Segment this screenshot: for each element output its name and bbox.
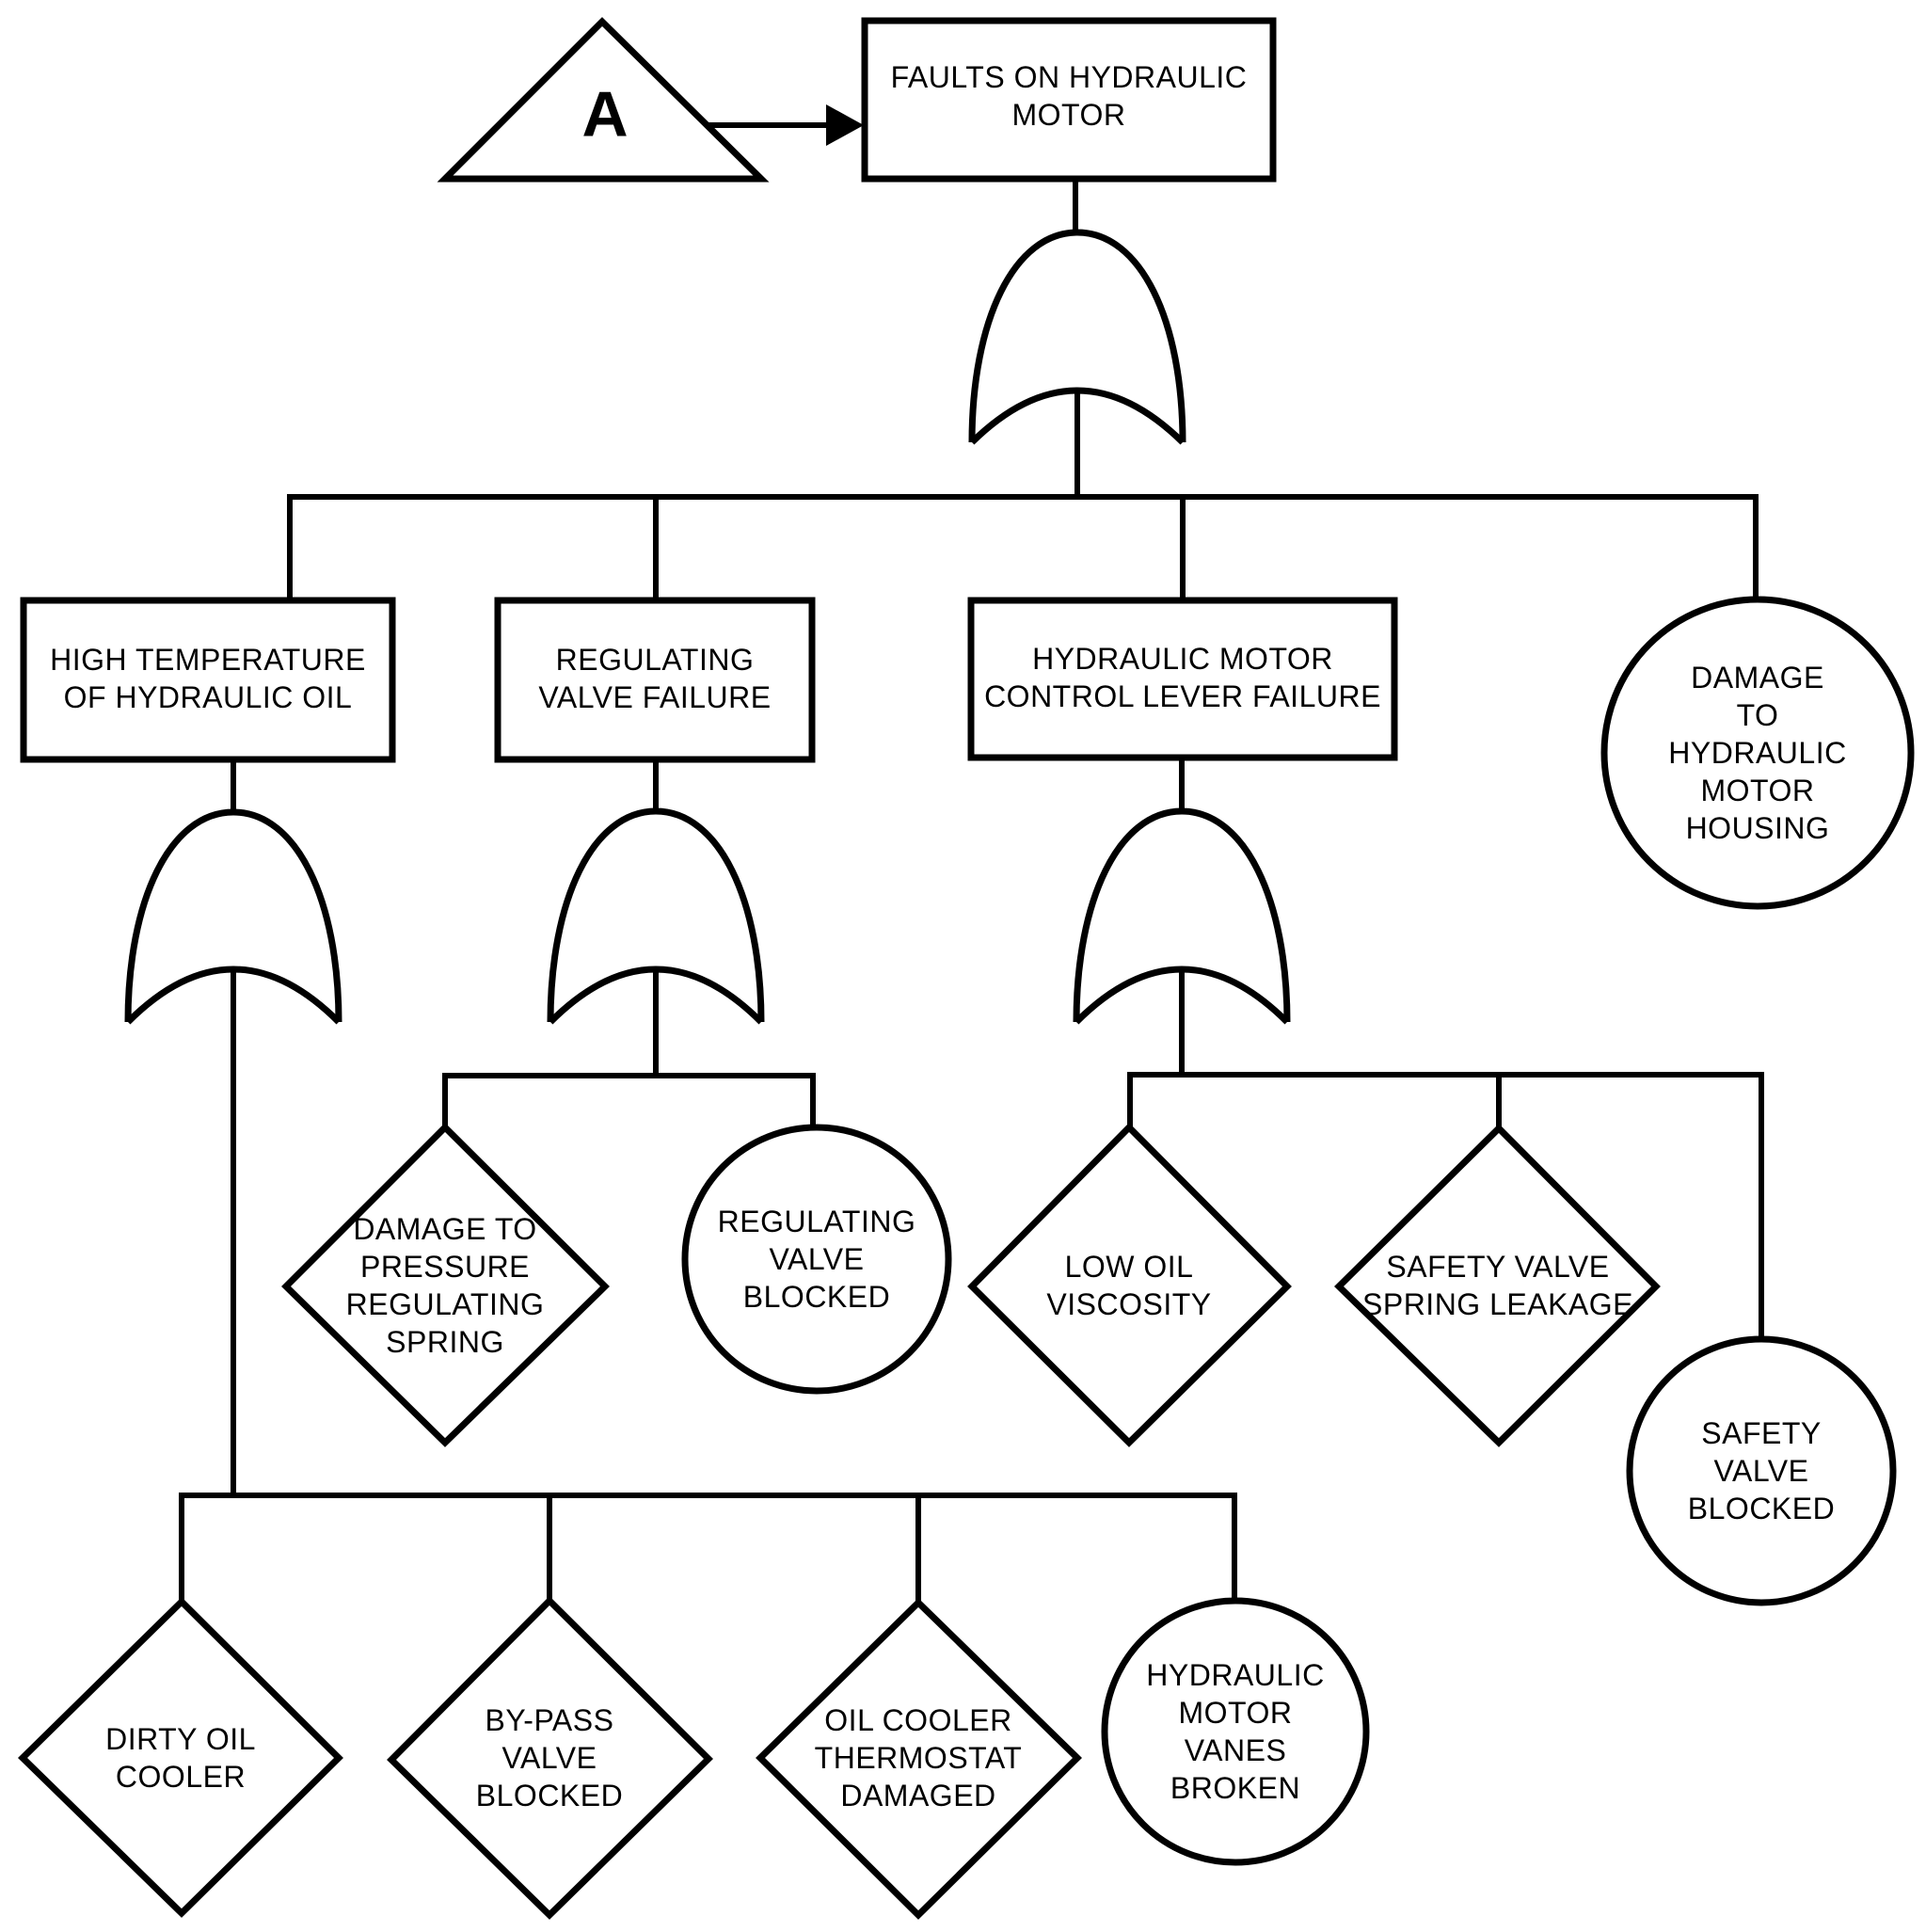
undeveloped-event-diamond-dirty-oil-cooler: [17, 1597, 343, 1918]
or-gate-icon: [125, 966, 342, 1025]
event-box-control-lever: [967, 597, 1398, 761]
basic-event-circle-regulating-valve-blocked: [681, 1124, 952, 1395]
undeveloped-event-diamond-low-oil-viscosity: [967, 1123, 1292, 1447]
label-bypass-valve-blocked: BY-PASS VALVE BLOCKED: [475, 1703, 624, 1812]
undeveloped-event-diamond-pressure-spring: [281, 1123, 610, 1447]
undeveloped-event-diamond-safety-valve-spring-leakage: [1334, 1124, 1661, 1447]
label-regulating-valve-failure: REGULATING VALVE FAILURE: [538, 643, 772, 714]
arrow-head-icon: [826, 104, 864, 146]
label-regulating-valve-blocked: REGULATING VALVE BLOCKED: [717, 1205, 916, 1314]
or-gate-icon: [1073, 807, 1291, 1023]
label-low-oil-viscosity: LOW OIL VISCOSITY: [1046, 1250, 1212, 1321]
label-top-event: FAULTS ON HYDRAULIC MOTOR: [890, 60, 1248, 132]
or-gate-high-temp: [124, 808, 342, 1025]
or-gate-icon: [124, 808, 342, 1023]
label-pressure-spring-damage: DAMAGE TO PRESSURE REGULATING SPRING: [345, 1212, 545, 1359]
label-motor-vanes-broken: HYDRAULIC MOTOR VANES BROKEN: [1146, 1658, 1325, 1805]
undeveloped-event-diamond-bypass-valve-blocked: [387, 1596, 713, 1920]
label-safety-valve-spring-leakage: SAFETY VALVE SPRING LEAKAGE: [1362, 1250, 1633, 1321]
undeveloped-event-diamond-oil-cooler-thermostat: [756, 1598, 1082, 1920]
label-control-lever-failure: HYDRAULIC MOTOR CONTROL LEVER FAILURE: [984, 642, 1381, 713]
label-motor-housing-damage: DAMAGE TO HYDRAULIC MOTOR HOUSING: [1668, 661, 1847, 845]
transfer-triangle: [437, 17, 770, 183]
or-gate-icon: [1074, 966, 1290, 1025]
label-oil-cooler-thermostat: OIL COOLER THERMOSTAT DAMAGED: [814, 1703, 1023, 1812]
event-box-high-temp: [20, 597, 396, 763]
event-box-regulating-valve: [494, 597, 816, 763]
label-high-temp: HIGH TEMPERATURE OF HYDRAULIC OIL: [50, 643, 366, 714]
connector-lines: [179, 104, 1764, 1605]
basic-event-circle-motor-vanes-broken: [1101, 1597, 1370, 1866]
or-gate-control-lever: [1073, 807, 1291, 1025]
or-gate-icon: [969, 387, 1186, 445]
or-gate-icon: [968, 229, 1186, 443]
basic-event-circle-safety-valve-blocked: [1626, 1335, 1897, 1606]
label-safety-valve-blocked: SAFETY VALVE BLOCKED: [1687, 1416, 1836, 1525]
or-gate-regulating-valve: [547, 807, 765, 1025]
or-gate-top: [968, 229, 1186, 445]
transfer-label: A: [581, 78, 629, 151]
or-gate-icon: [548, 966, 764, 1025]
top-event-box: [861, 17, 1277, 183]
or-gate-icon: [547, 807, 765, 1023]
label-dirty-oil-cooler: DIRTY OIL COOLER: [105, 1722, 256, 1794]
basic-event-circle-motor-housing: [1600, 596, 1915, 910]
